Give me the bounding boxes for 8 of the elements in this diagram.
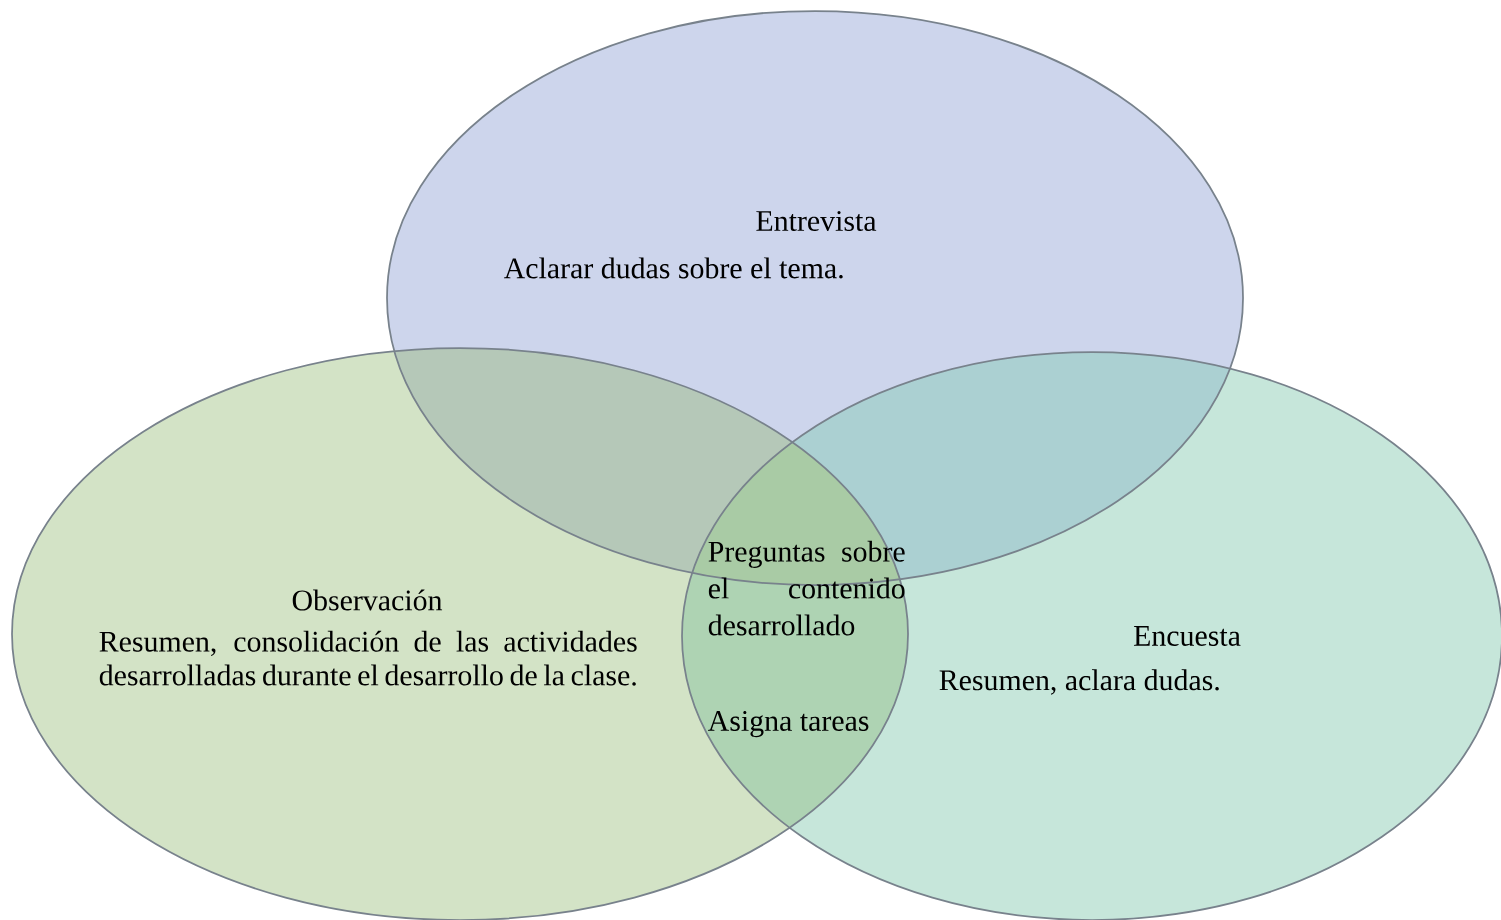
description: Resumen, consolidación de las actividades desarrolladas durante el desarrollo de la clase. [99,630,637,686]
overlap-text: Preguntas sobre el contenido desarrollado [708,540,905,636]
overlap-text: Asigna tareas [708,710,869,738]
description: Resumen, aclara dudas. [939,669,1219,695]
description: Aclarar dudas sobre el tema. [504,257,843,279]
heading: Encuesta [1134,626,1241,646]
heading: Entrevista [756,210,877,232]
heading: Observación [292,589,443,611]
